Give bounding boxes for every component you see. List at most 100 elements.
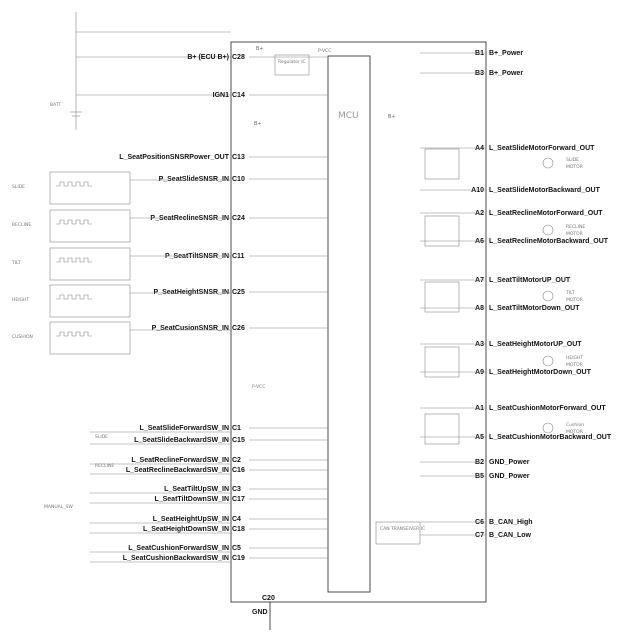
motor-pin-signal: L_SeatHeightMotorUP_OUT [489,341,582,348]
ground-pin: C20 [262,595,275,602]
battery-label: BATT [50,102,61,108]
left-pin-signal: L_SeatPositionSNSRPower_OUT [119,154,229,161]
switch-pin-id: C2 [232,457,241,464]
sensor-box [49,284,131,318]
manual-sw-label: MANUAL_SW [44,504,73,510]
power-pin-signal: B+_Power [489,70,523,77]
left-pin-signal: P_SeatReclineSNSR_IN [150,215,229,222]
can-pin-signal: B_CAN_Low [489,532,532,539]
ground-label: GND [252,609,268,616]
pvcc-low-label: P-VCC [252,384,265,390]
left-pin-signal: P_SeatHeightSNSR_IN [154,289,229,296]
switch-pin-signal: L_SeatCushionForwardSW_IN [128,545,229,552]
sensor-pulse [56,181,92,187]
motor-pin-id: A9 [475,369,484,376]
motor-pin-signal: L_SeatTiltMotorDown_OUT [489,305,580,312]
sensor-pulse [56,294,92,300]
sensor-label: RECLINE [12,222,31,228]
motor-pin-id: A7 [475,277,484,284]
motor-pin-id: A10 [471,187,484,194]
sensor-box [49,321,131,355]
motor-symbol [542,290,554,302]
motor-pin-signal: L_SeatReclineMotorBackward_OUT [489,238,609,245]
sensor-box [49,247,131,281]
h-bridge-block [424,346,460,378]
sensor-box [49,171,131,205]
switch-group-label: RECLINE [95,463,114,469]
motor-label: MOTOR [566,362,583,368]
motor-pin-id: A8 [475,305,484,312]
switch-pin-id: C3 [232,486,241,493]
sensor-label: TILT [11,260,21,266]
motor-pin-signal: L_SeatCushionMotorForward_OUT [489,405,606,412]
left-pin-id: C26 [232,325,245,332]
sensor-label: HEIGHT [12,297,29,303]
ground-pin-signal: GND_Power [489,473,530,480]
motor-pin-id: A4 [475,145,484,152]
left-pin-id: C25 [232,289,245,296]
switch-pin-signal: L_SeatSlideForwardSW_IN [140,425,229,432]
motor-pin-signal: L_SeatSlideMotorForward_OUT [489,145,595,152]
left-pin-id: C11 [232,253,245,260]
sensor-pulse [56,219,92,225]
switch-pin-id: C15 [232,437,245,444]
motor-label: Cushion [566,422,584,428]
motor-pin-signal: L_SeatTiltMotorUP_OUT [489,277,571,284]
bplus-top-label: B+ [256,46,264,52]
bplus-right-label: B+ [388,114,396,120]
left-pin-id: C10 [232,176,245,183]
sensor-box [49,209,131,243]
sensor-label: CUSHION [12,334,33,340]
motor-symbol [542,157,554,169]
sensor-label: SLIDE [12,184,25,190]
motor-pin-signal: L_SeatSlideMotorBackward_OUT [489,187,601,194]
switch-pin-signal: L_SeatHeightUpSW_IN [153,516,229,523]
switch-pin-signal: L_SeatReclineForwardSW_IN [131,457,229,464]
ground-pin-id: B2 [475,459,484,466]
motor-symbol [542,422,554,434]
mcu-label: MCU [338,111,359,121]
ground-pin-signal: GND_Power [489,459,530,466]
motor-label: HEIGHT [566,355,583,361]
ground-pin-id: B5 [475,473,484,480]
sensor-pulse [56,257,92,263]
power-pin-signal: B+_Power [489,50,523,57]
motor-pin-signal: L_SeatHeightMotorDown_OUT [489,369,592,376]
switch-pin-signal: L_SeatTiltUpSW_IN [164,486,229,493]
switch-pin-signal: L_SeatTiltDownSW_IN [154,496,229,503]
switch-pin-signal: L_SeatReclineBackwardSW_IN [126,467,229,474]
motor-pin-id: A6 [475,238,484,245]
h-bridge-block [424,281,460,313]
mcu-box [327,55,371,593]
motor-label: MOTOR [566,231,583,237]
left-pin-signal: P_SeatSlideSNSR_IN [159,176,229,183]
h-bridge-block [424,413,460,445]
motor-label: MOTOR [566,297,583,303]
switch-pin-id: C16 [232,467,245,474]
switch-pin-signal: L_SeatSlideBackwardSW_IN [134,437,229,444]
can-pin-id: C6 [475,519,484,526]
left-pin-signal: IGN1 [213,92,229,99]
pvcc-label: P-VCC [318,48,331,54]
motor-pin-id: A3 [475,341,484,348]
motor-pin-id: A2 [475,210,484,217]
left-pin-signal: P_SeatCusionSNSR_IN [152,325,229,332]
ecu-box [230,41,487,603]
regulator-ic [274,54,310,76]
switch-pin-id: C19 [232,555,245,562]
left-pin-id: C24 [232,215,245,222]
can-transceiver-label: CAN TRANSEIVER IC [380,526,425,532]
motor-label: SLIDE [566,157,579,163]
motor-symbol [542,224,554,236]
power-pin-id: B3 [475,70,484,77]
h-bridge-block [424,215,460,247]
motor-symbol [542,355,554,367]
switch-pin-signal: L_SeatCushionBackwardSW_IN [123,555,229,562]
motor-label: TILT [565,290,575,296]
left-pin-signal: B+ (ECU B+) [187,54,229,61]
motor-label: RECLINE [566,224,585,230]
switch-group-label: SLIDE [95,434,108,440]
switch-pin-signal: L_SeatHeightDownSW_IN [143,526,229,533]
switch-pin-id: C1 [232,425,241,432]
